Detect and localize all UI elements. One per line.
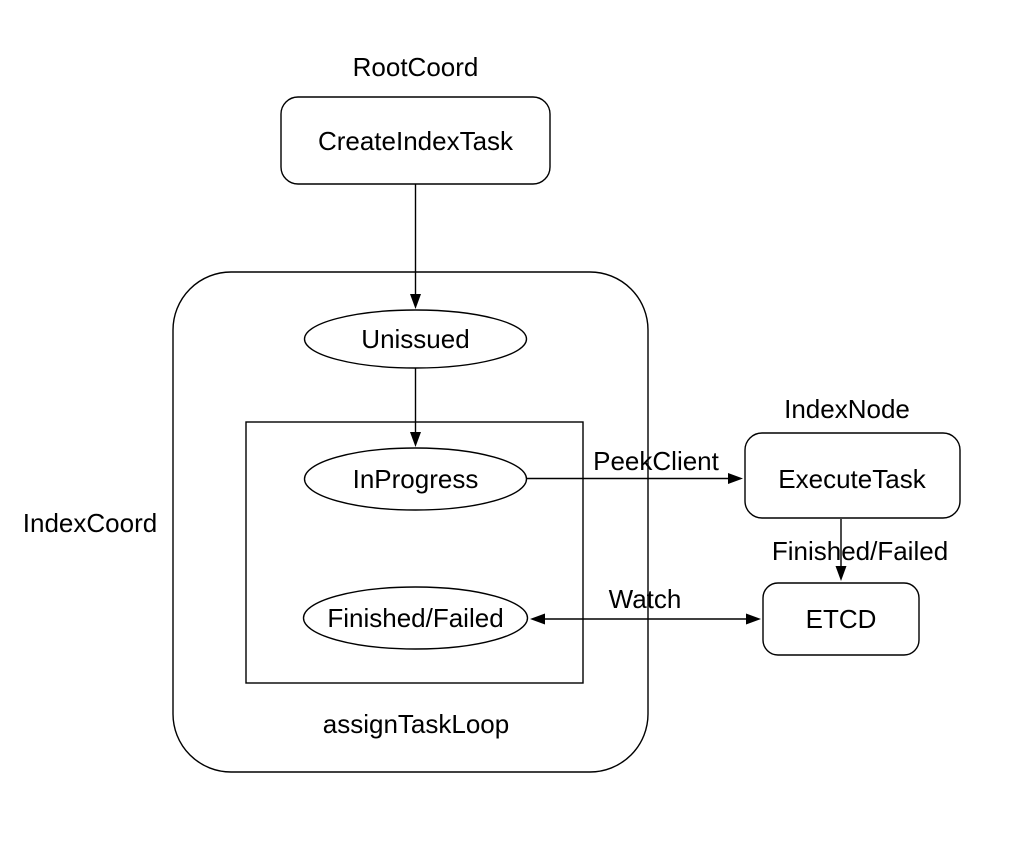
arrowhead-watch-left — [530, 613, 545, 625]
assign-task-loop-box — [245, 421, 584, 684]
finished-failed-label: Finished/Failed — [327, 603, 503, 633]
finished-failed-edge-label: Finished/Failed — [772, 536, 948, 566]
watch-label: Watch — [609, 584, 682, 614]
peek-client-label: PeekClient — [593, 446, 720, 476]
finished-failed-node — [302, 586, 529, 650]
index-node-label: IndexNode — [784, 394, 910, 424]
create-index-task-node — [280, 96, 551, 185]
unissued-label: Unissued — [361, 324, 469, 354]
execute-task-label: ExecuteTask — [778, 464, 926, 494]
etcd-label: ETCD — [806, 604, 877, 634]
arrowhead-in-progress — [410, 432, 421, 447]
etcd-node — [762, 582, 920, 656]
root-coord-label: RootCoord — [353, 52, 479, 82]
execute-task-node — [744, 432, 961, 519]
create-index-task-label: CreateIndexTask — [318, 126, 514, 156]
unissued-node — [303, 309, 528, 369]
index-coord-container — [172, 271, 649, 773]
in-progress-node — [303, 447, 528, 511]
assign-task-loop-label: assignTaskLoop — [323, 709, 509, 739]
arrowhead-etcd — [835, 566, 847, 581]
index-coord-label: IndexCoord — [23, 508, 157, 538]
arrowhead-unissued — [410, 294, 421, 309]
arrowhead-watch-right — [746, 613, 761, 625]
arrowhead-execute-task — [728, 473, 743, 484]
in-progress-label: InProgress — [353, 464, 479, 494]
